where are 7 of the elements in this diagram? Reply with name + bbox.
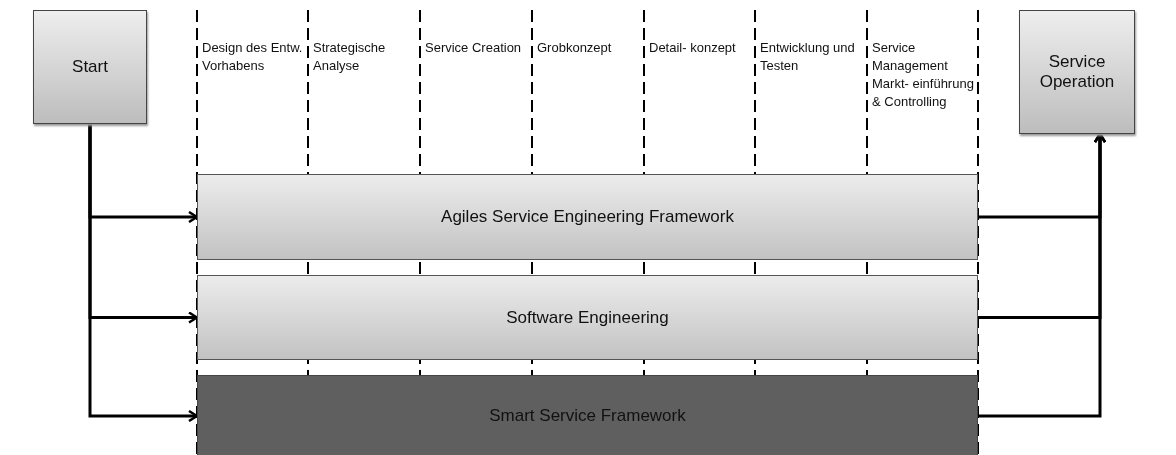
stage-bar: Software Engineering	[197, 275, 978, 360]
arrow	[978, 132, 1107, 418]
stage-bar: Agiles Service Engineering Framework	[197, 174, 978, 260]
stage-bar: Smart Service Framework	[197, 375, 978, 455]
arrow	[88, 124, 199, 423]
process-box: Service Operation	[1019, 10, 1135, 134]
process-box: Start	[33, 10, 147, 124]
